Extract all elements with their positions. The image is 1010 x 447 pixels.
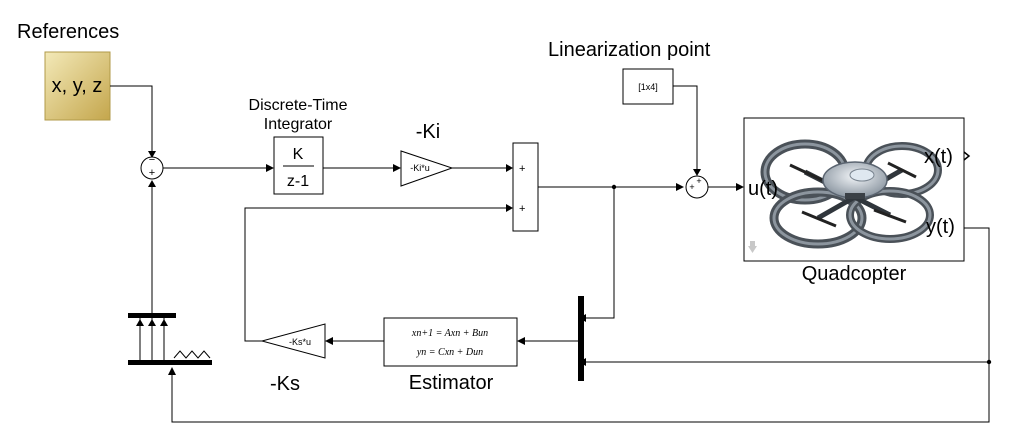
wire-ks-to-summid [244, 207, 508, 342]
wire-ref-to-sum [110, 85, 153, 153]
lin-point-value: [1x4] [638, 82, 658, 92]
estimator-title: Estimator [409, 372, 494, 394]
quadcopter-out-x: x(t) [924, 146, 953, 168]
estimator-block[interactable]: xn+1 = Axn + Bun yn = Cxn + Dun [383, 317, 518, 367]
quadcopter-out-y: y(t) [926, 216, 955, 238]
down-arrow-icon [748, 246, 757, 253]
gain-ks-block[interactable]: -Ks*u [260, 323, 326, 359]
gain-ki-value: -Ki*u [410, 163, 430, 173]
arrow-sum-integrator [266, 164, 274, 172]
arrow-lin-sum [693, 169, 701, 176]
references-block[interactable]: x, y, z [44, 51, 111, 121]
integrator-numerator: K [293, 146, 304, 163]
quadcopter-in-port: u(t) [748, 178, 778, 200]
wire-lin-to-sum [673, 85, 698, 170]
arrow-selector-sum [148, 180, 156, 187]
sum-lin-block[interactable]: + + [685, 175, 709, 199]
integrator-denominator: z-1 [287, 173, 309, 190]
chevron-right-icon [963, 151, 971, 161]
integrator-block[interactable]: K z-1 [273, 136, 324, 195]
sum-lin-in2: + [696, 176, 701, 186]
sum-mid-in1: + [519, 163, 525, 175]
arrow-ki-summid [506, 164, 513, 172]
arrow-ks-summid [506, 204, 513, 212]
wire-y-loop [171, 227, 990, 423]
quadcopter-block[interactable]: u(t) x(t) y(t) [743, 117, 965, 262]
arrow-summid-sumlin [676, 183, 684, 191]
arrow-y-demux [168, 367, 176, 375]
estimator-eq2: yn = Cxn + Dun [416, 347, 483, 358]
mux-block[interactable] [578, 296, 584, 381]
sum-ref-block[interactable]: − + [140, 154, 164, 180]
gain-ki-block[interactable]: -Ki*u [400, 150, 454, 187]
selector-block[interactable] [128, 313, 212, 365]
lin-point-block[interactable]: [1x4] [622, 68, 674, 105]
sum-ref-minus: − [149, 154, 155, 166]
sum-mid-block[interactable]: + + [512, 142, 539, 232]
gain-ks-value: -Ks*u [289, 337, 311, 347]
quadcopter-title: Quadcopter [802, 263, 907, 285]
lin-point-title: Linearization point [548, 39, 711, 61]
gain-ki-title: -Ki [416, 121, 440, 143]
sum-mid-in2: + [519, 203, 525, 215]
arrow-integrator-ki [393, 164, 401, 172]
down-arrow-icon-stem [750, 241, 755, 247]
integrator-title-1: Discrete-Time [249, 97, 348, 114]
sum-lin-in1: + [689, 182, 694, 192]
references-value: x, y, z [52, 75, 103, 97]
sum-ref-plus: + [149, 167, 155, 179]
quadcopter-image [760, 139, 942, 249]
integrator-title-2: Integrator [264, 116, 333, 133]
references-title: References [17, 21, 119, 43]
estimator-eq1: xn+1 = Axn + Bun [411, 328, 488, 339]
wire-u-to-mux [584, 187, 615, 319]
arrow-ref-sum [148, 151, 156, 158]
gain-ks-title: -Ks [270, 373, 300, 395]
arrow-estimator-ks [325, 337, 333, 345]
arrow-mux-estimator [517, 337, 525, 345]
arrow-sumlin-quad [736, 183, 744, 191]
